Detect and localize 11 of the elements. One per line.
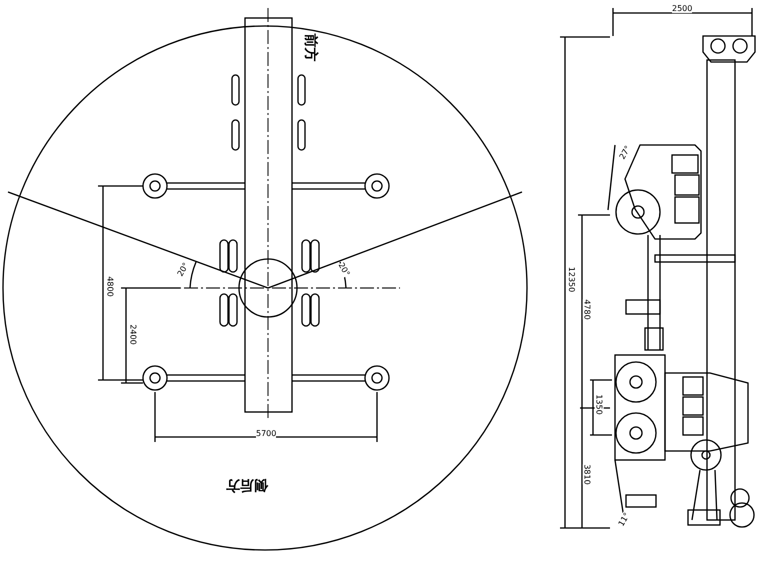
angle-label: 20°	[336, 261, 352, 278]
direction-label: 侧后方	[226, 477, 268, 492]
dimension-label: 3810	[582, 464, 592, 485]
dimension-label: 5700	[256, 429, 276, 438]
dimension-label: 4800	[106, 276, 115, 297]
dimension-label: 4780	[582, 299, 592, 320]
direction-label: 前方	[302, 34, 318, 62]
dimension-label: 2400	[128, 324, 138, 345]
dimension-label: 1350	[594, 394, 604, 415]
dimension-label: 12350	[567, 266, 576, 292]
dimension-label: 2500	[672, 4, 692, 13]
